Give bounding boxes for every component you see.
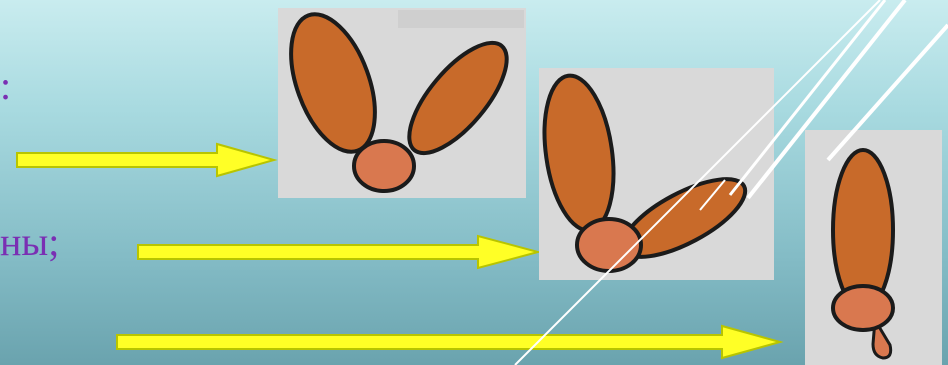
slide: : ны; — [0, 0, 948, 365]
decorative-diagonal-lines — [0, 0, 948, 365]
